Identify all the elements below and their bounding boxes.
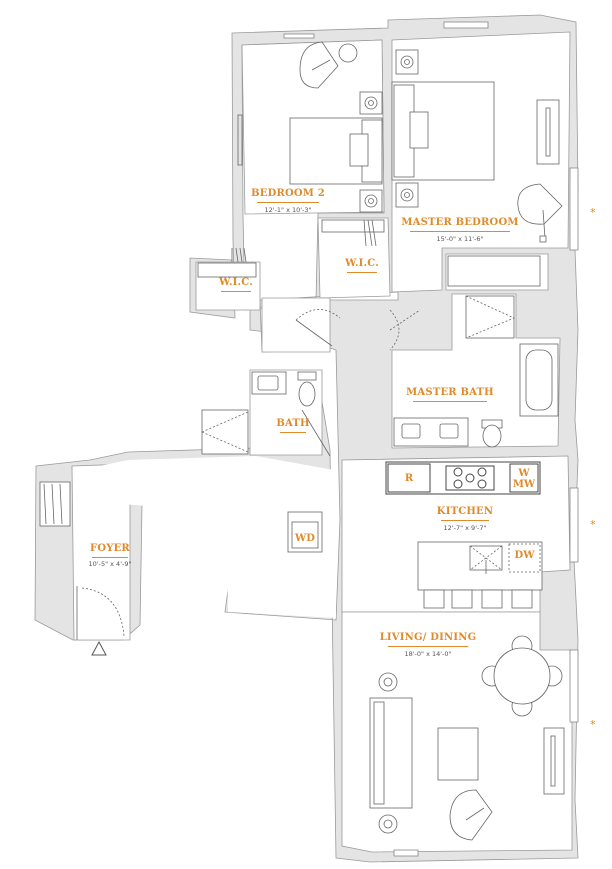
bath-label: BATH [276, 418, 310, 429]
living-dining-rule [388, 646, 468, 647]
coffee-table [437, 727, 479, 781]
kitchen-island [417, 541, 543, 609]
wic-center-rule [347, 272, 377, 273]
windows [283, 21, 579, 857]
wic-left-rule [221, 291, 251, 292]
bedroom2-dims: 12'-1" x 10'-3" [264, 206, 312, 214]
dishwasher-label: DW [514, 550, 535, 561]
master-bedroom-dims: 15'-0" x 11'-6" [436, 235, 484, 243]
wic-shelves [197, 219, 385, 278]
door-leaves [76, 319, 333, 640]
master-bath-rule [413, 401, 487, 402]
window-mark-3: * [590, 718, 596, 731]
wic-left-label: W.I.C. [219, 277, 253, 288]
side-table [338, 43, 358, 63]
master-bath-fixtures [393, 295, 559, 448]
foyer-rule [92, 557, 128, 558]
wic-center-floor [317, 217, 391, 299]
hall-floor [261, 297, 331, 353]
toilet-mb [482, 424, 502, 448]
microwave-label: MW [512, 479, 536, 490]
master-bed-furniture [391, 49, 563, 287]
kitchen-dims: 12'-7" x 9'-7" [443, 524, 487, 532]
master-bath-floor [391, 293, 561, 449]
washer-dryer-label: WD [295, 533, 315, 544]
bedroom2-label: BEDROOM 2 [251, 188, 325, 199]
living-dining-label: LIVING/ DINING [379, 632, 477, 643]
master-bedroom-rule [410, 231, 510, 232]
bath-fixtures [201, 371, 331, 457]
foyer-label: FOYER [90, 543, 130, 554]
bath-rule [280, 432, 306, 433]
armchair-mb [517, 183, 563, 225]
foyer-shelves [39, 481, 71, 527]
entry-marker-icon [91, 640, 107, 656]
kitchen-rule [441, 520, 489, 521]
window-mark-2: * [590, 518, 596, 531]
wall-oven-label: W [518, 468, 530, 479]
shower [465, 295, 515, 339]
refrigerator-label: R [404, 473, 414, 484]
armchair-b2 [299, 41, 339, 89]
kitchen-counter [385, 461, 541, 495]
bedroom2-rule [257, 202, 319, 203]
living-dining-dims: 18'-0" x 14'-0" [404, 650, 452, 658]
armchair-living [449, 789, 493, 841]
living-furniture [369, 635, 565, 841]
foyer-dims: 10'-5" x 4'-9" [88, 560, 132, 568]
wd-closet [287, 511, 323, 553]
window-mark-1: * [590, 206, 596, 219]
kitchen-label: KITCHEN [436, 506, 494, 517]
master-bedroom-label: MASTER BEDROOM [401, 217, 519, 228]
corridor-floor [78, 456, 336, 618]
bedroom2-furniture [237, 41, 383, 213]
master-bath-label: MASTER BATH [406, 387, 494, 398]
wic-center-label: W.I.C. [345, 258, 379, 269]
doors [81, 309, 421, 637]
